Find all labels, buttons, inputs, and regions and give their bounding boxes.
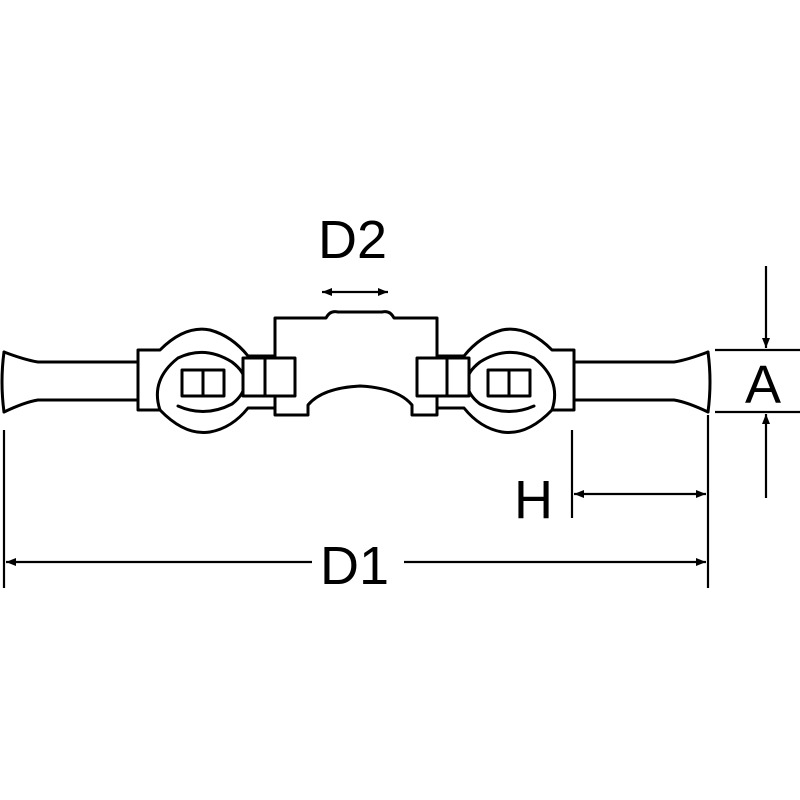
dimension-h: H [514,430,706,530]
label-d2: D2 [318,210,387,270]
left-handle [0,327,297,435]
right-handle [415,327,712,435]
label-a: A [745,355,781,415]
dimension-d2: D2 [318,210,388,296]
label-h: H [514,470,553,530]
center-body [273,310,439,417]
dimension-a: A [715,266,800,498]
dimension-d1: D1 [2,415,710,596]
label-d1: D1 [320,536,389,596]
